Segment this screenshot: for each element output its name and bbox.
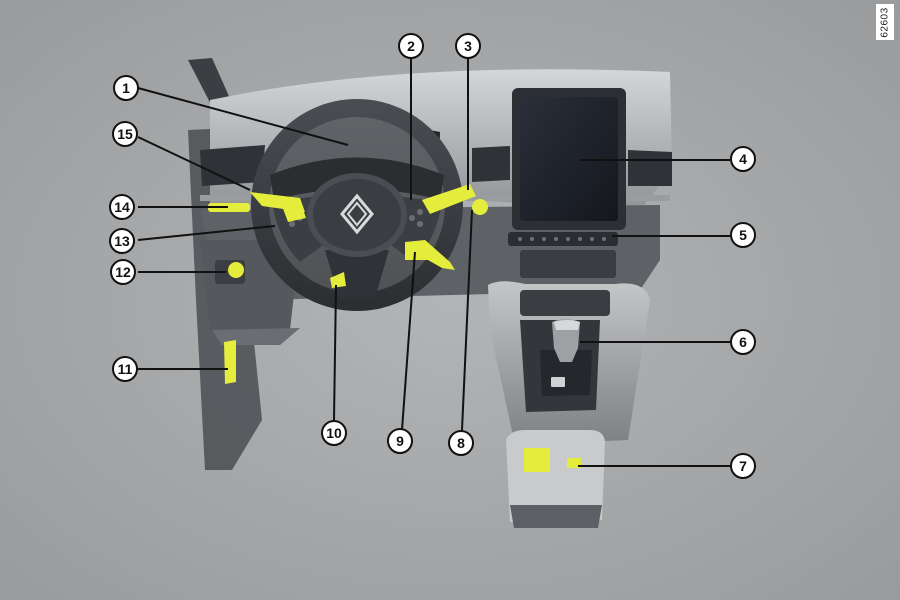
right-stalk-highlight	[422, 184, 476, 214]
left-vent	[200, 145, 265, 186]
callout-2: 2	[398, 33, 424, 59]
callout-number: 1	[122, 80, 130, 96]
callout-6: 6	[730, 329, 756, 355]
highlighted-controls	[208, 184, 488, 384]
callout-number: 10	[326, 425, 342, 441]
callout-15: 15	[112, 121, 138, 147]
callout-10: 10	[321, 420, 347, 446]
center-screen	[520, 97, 618, 221]
left-stalk-lever-highlight	[208, 203, 250, 212]
armrest-lower	[510, 505, 602, 528]
callout-circle	[109, 194, 135, 220]
lower-right-stalk-highlight	[405, 240, 455, 270]
callout-12: 12	[110, 259, 136, 285]
callout-circle	[730, 222, 756, 248]
right-wheel-buttons	[409, 209, 423, 227]
callout-circle	[321, 420, 347, 446]
callout-circle	[110, 259, 136, 285]
callout-9: 9	[387, 428, 413, 454]
gear-selector-top	[554, 320, 580, 330]
callout-circle	[113, 75, 139, 101]
callout-number: 13	[114, 233, 130, 249]
climate-panel	[520, 250, 616, 278]
callout-circle	[398, 33, 424, 59]
callout-number: 7	[739, 458, 747, 474]
reference-code-text: 62603	[879, 6, 891, 38]
left-paddle-highlight	[282, 200, 306, 222]
screen-control-strip	[508, 232, 618, 246]
right-vent	[472, 146, 510, 182]
callout-number: 5	[739, 227, 747, 243]
hood-release-highlight	[224, 340, 236, 384]
callout-number: 3	[464, 38, 472, 54]
renault-logo-icon	[340, 193, 374, 235]
callout-circle	[730, 453, 756, 479]
callout-13: 13	[109, 228, 135, 254]
leader-lines	[137, 56, 730, 467]
callout-number: 2	[407, 38, 415, 54]
callout-number: 11	[118, 361, 133, 377]
callout-3: 3	[455, 33, 481, 59]
callout-circle	[112, 121, 138, 147]
callout-circle	[730, 329, 756, 355]
callout-number: 8	[457, 435, 465, 451]
callout-number: 15	[117, 126, 133, 142]
callout-8: 8	[448, 430, 474, 456]
callout-number: 12	[115, 264, 131, 280]
callout-circle	[448, 430, 474, 456]
callout-number: 14	[114, 199, 130, 215]
callout-number: 6	[739, 334, 747, 350]
usb-port-highlight	[567, 458, 581, 468]
gear-selector-tag	[551, 377, 565, 387]
callout-14: 14	[109, 194, 135, 220]
reference-code: 62603	[876, 4, 894, 40]
callout-circle	[109, 228, 135, 254]
knob-12-highlight	[228, 262, 244, 278]
callout-number: 9	[396, 433, 404, 449]
callout-number: 4	[739, 151, 747, 167]
callout-1: 1	[113, 75, 139, 101]
wireless-charger-highlight	[524, 448, 550, 472]
start-button-highlight	[472, 199, 488, 215]
callout-circle	[730, 146, 756, 172]
callout-11: 11	[112, 356, 138, 382]
callout-circle	[112, 356, 138, 382]
callout-circle	[455, 33, 481, 59]
far-right-vent	[628, 150, 672, 186]
callout-5: 5	[730, 222, 756, 248]
column-adjust-highlight	[330, 272, 346, 288]
screen-control-buttons	[518, 237, 606, 241]
callout-4: 4	[730, 146, 756, 172]
callout-circle	[387, 428, 413, 454]
console-shelf	[520, 290, 610, 316]
callout-7: 7	[730, 453, 756, 479]
